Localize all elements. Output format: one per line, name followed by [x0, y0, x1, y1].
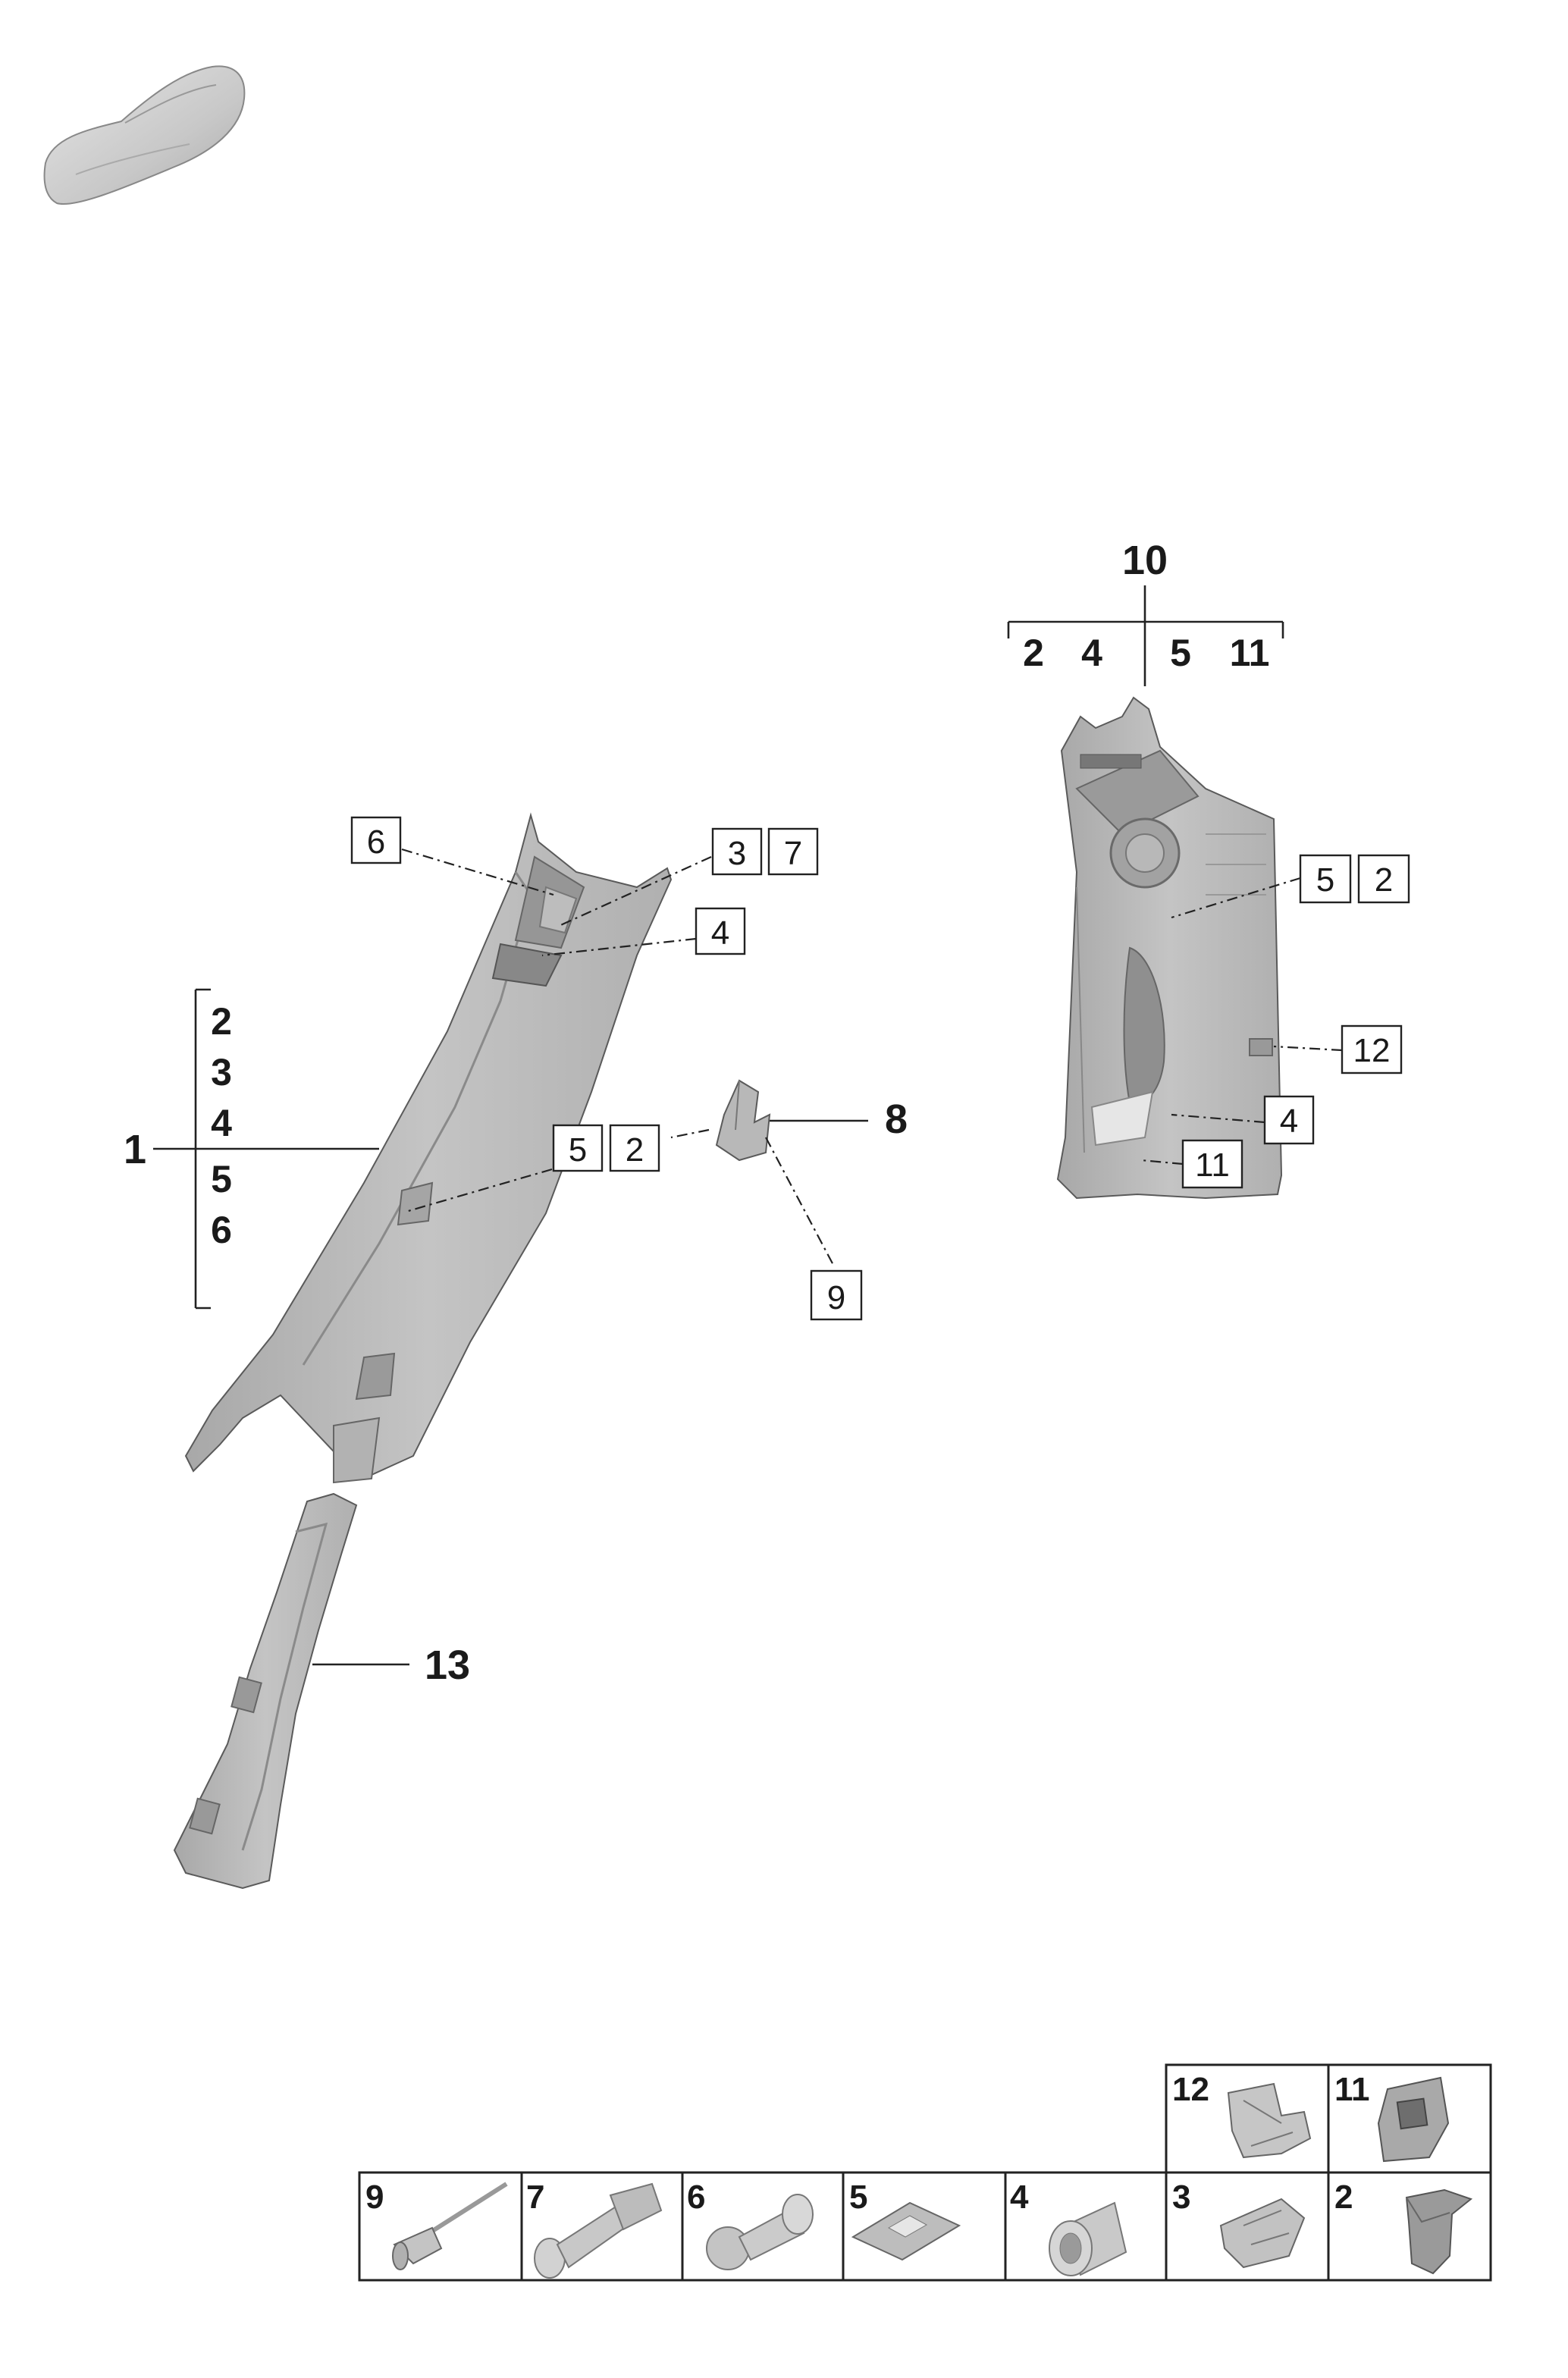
svg-text:12: 12 — [1353, 1032, 1391, 1069]
svg-text:4: 4 — [711, 914, 729, 952]
legend-label: 3 — [1172, 2179, 1190, 2216]
legend-label: 5 — [849, 2179, 867, 2216]
svg-text:5: 5 — [1316, 861, 1334, 899]
assembly-10-bracket: 10 2 4 5 11 — [1007, 538, 1284, 686]
callout-2-b: 2 — [1357, 854, 1410, 904]
lower-pillar-trim — [173, 1492, 358, 1890]
assembly-1-part: 2 — [211, 1000, 232, 1043]
car-silhouette-icon — [43, 65, 246, 205]
callout-4-a: 4 — [695, 907, 746, 955]
callout-4-b: 4 — [1263, 1095, 1315, 1145]
legend-label: 12 — [1172, 2071, 1209, 2108]
leader-lines — [312, 848, 1343, 1666]
clip-nut-icon — [1377, 2076, 1450, 2163]
callout-2-a: 2 — [609, 1124, 660, 1172]
spring-clip-icon — [1227, 2082, 1312, 2159]
legend-label: 9 — [365, 2179, 384, 2216]
assembly-1-part: 6 — [211, 1209, 232, 1251]
svg-text:2: 2 — [1375, 861, 1393, 899]
plastic-clip-icon — [1405, 2188, 1473, 2275]
legend-label: 4 — [1010, 2179, 1029, 2216]
assembly-10-part: 2 — [1023, 632, 1044, 674]
assembly-10-number: 10 — [1122, 538, 1168, 583]
blind-rivet-icon — [392, 2182, 508, 2270]
metal-clip-icon — [1219, 2198, 1306, 2269]
svg-text:2: 2 — [626, 1131, 644, 1169]
assembly-1-number: 1 — [124, 1127, 146, 1172]
legend-label: 7 — [526, 2179, 544, 2216]
callout-5-b: 5 — [1299, 854, 1352, 904]
callout-12: 12 — [1341, 1024, 1403, 1074]
foam-pad-icon — [851, 2201, 961, 2261]
expanding-rivet-icon — [534, 2182, 663, 2279]
b-pillar-trim — [1056, 696, 1283, 1200]
assembly-10-part: 5 — [1170, 632, 1191, 674]
legend-label: 11 — [1334, 2071, 1370, 2108]
label-8: 8 — [885, 1096, 908, 1142]
callout-11: 11 — [1181, 1139, 1243, 1189]
svg-text:7: 7 — [784, 835, 802, 872]
callout-6: 6 — [350, 816, 402, 864]
assembly-1-part: 5 — [211, 1158, 232, 1200]
callout-7: 7 — [767, 827, 819, 876]
assembly-1-part: 3 — [211, 1051, 232, 1093]
assembly-10-part: 11 — [1230, 632, 1270, 674]
assembly-10-part: 4 — [1081, 632, 1102, 674]
a-pillar-trim — [184, 812, 673, 1484]
callout-3: 3 — [711, 827, 763, 876]
push-pin-icon — [706, 2194, 814, 2270]
svg-text:6: 6 — [367, 824, 385, 861]
callout-9: 9 — [810, 1269, 863, 1321]
callout-5-a: 5 — [552, 1124, 604, 1172]
legend-label: 2 — [1334, 2179, 1353, 2216]
fastener-legend: 12 11 9 7 6 5 4 3 2 — [358, 2063, 1492, 2282]
svg-text:9: 9 — [827, 1279, 845, 1316]
svg-text:4: 4 — [1280, 1103, 1298, 1140]
bracket-part-8 — [715, 1079, 771, 1162]
assembly-1-bracket: 1 2 3 4 5 6 — [124, 988, 379, 1310]
assembly-1-part: 4 — [211, 1102, 232, 1144]
svg-text:3: 3 — [728, 835, 746, 872]
label-13: 13 — [425, 1642, 470, 1688]
svg-text:5: 5 — [569, 1131, 587, 1169]
legend-label: 6 — [687, 2179, 705, 2216]
svg-text:11: 11 — [1195, 1147, 1230, 1184]
grommet-icon — [1049, 2201, 1127, 2276]
